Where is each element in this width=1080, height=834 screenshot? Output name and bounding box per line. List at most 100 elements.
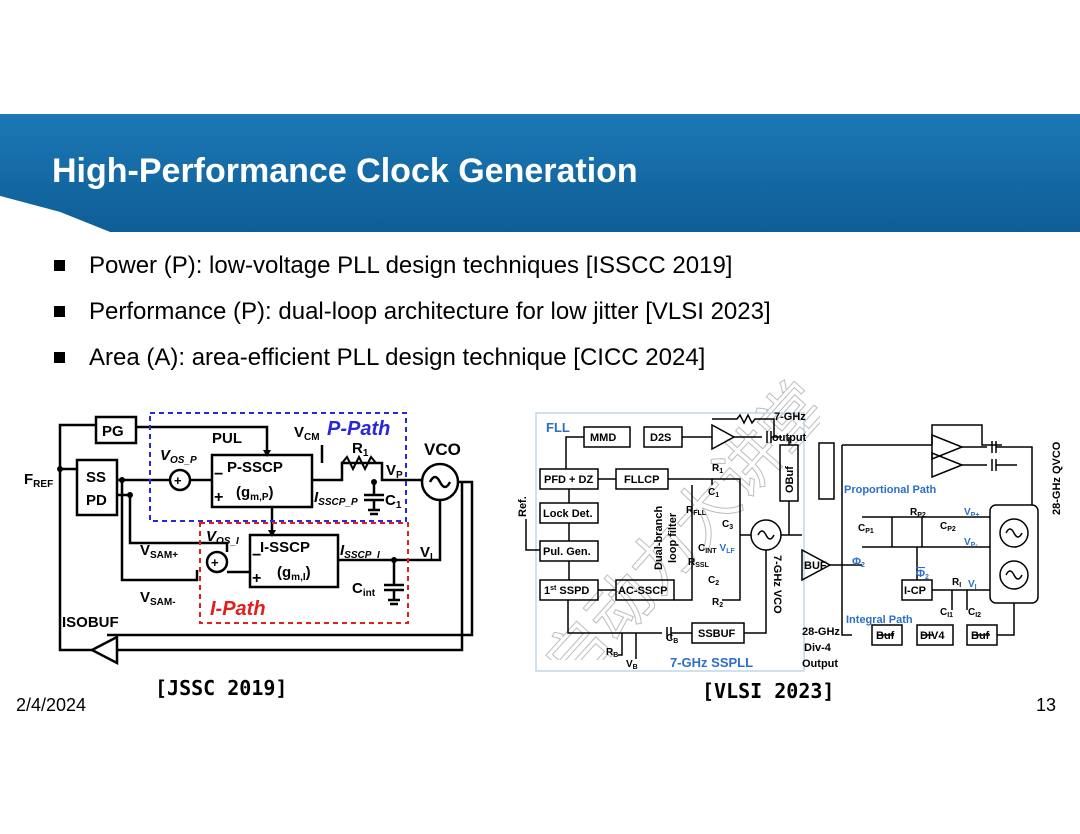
svg-text:R1: R1 [352, 440, 369, 459]
c1-sub: 1 [396, 500, 402, 511]
svg-text:R1: R1 [712, 463, 723, 475]
ri-sub: I [959, 582, 961, 589]
svg-text:RFLL: RFLL [686, 505, 707, 517]
slide-title: High-Performance Clock Generation [52, 152, 638, 190]
caption-right: [VLSI 2023] [702, 679, 835, 703]
svg-text:VI: VI [968, 579, 977, 591]
svg-text:CI2: CI2 [968, 607, 981, 619]
vlsi-2023-circuit: FLL MMD D2S 7-GHz output Ref. PFD + DZ F… [517, 411, 1063, 672]
acsscp-block: AC-SSCP [618, 585, 668, 597]
svg-text:VP+: VP+ [964, 507, 979, 519]
pul-label: PUL [212, 430, 242, 447]
svg-text:C1: C1 [385, 492, 402, 511]
mmd-block: MMD [590, 432, 616, 444]
fllcp-block: FLLCP [624, 474, 659, 486]
rp2-label: R [910, 507, 918, 518]
svg-text:C2: C2 [708, 575, 719, 587]
rb-label: R [606, 647, 614, 658]
svg-text:RI: RI [952, 577, 961, 589]
out-7g-2: output [772, 432, 807, 444]
gmi-end: ) [306, 564, 311, 581]
p-path-label: P-Path [327, 418, 390, 440]
out-7g-1: 7-GHz [774, 411, 806, 423]
cint-label: C [698, 543, 705, 554]
rfll-label: R [686, 505, 694, 516]
buf-block: BUF [804, 560, 827, 572]
rssl-sub: SSL [695, 562, 709, 569]
gmi-sub: m,I [291, 572, 306, 583]
ri-label: R [952, 577, 960, 588]
prop-path-label: Proportional Path [844, 484, 937, 496]
vlf-label: V [720, 543, 727, 554]
vp-plus-label: V [964, 507, 971, 518]
vos-i-sub: OS_I [216, 536, 239, 547]
vos-p-sub: OS_P [170, 455, 197, 466]
phi2b-sub: 2 [925, 574, 929, 581]
bullet-item: Power (P): low-voltage PLL design techni… [52, 252, 771, 298]
minus-sign: − [252, 547, 261, 564]
svg-text:FREF: FREF [24, 471, 53, 490]
svg-text:CP1: CP1 [858, 523, 874, 535]
pul-gen-block: Pul. Gen. [543, 546, 591, 558]
gmi-label: (g [277, 564, 291, 581]
rp2-sub: P2 [917, 512, 926, 519]
plus-sign: + [252, 570, 261, 587]
ci1-sub: I1 [947, 612, 953, 619]
gmp-end: ) [269, 484, 274, 501]
sspd-sup: st [550, 585, 557, 592]
obuf-block: OBuf [784, 466, 796, 493]
svg-text:RB: RB [606, 647, 618, 659]
svg-text:Φ2: Φ2 [916, 568, 929, 581]
vsam-minus-sub: SAM- [150, 597, 176, 608]
svg-text:RSSL: RSSL [688, 557, 710, 569]
svg-text:VI: VI [420, 544, 433, 563]
vp-minus-label: V [964, 537, 971, 548]
svg-text:Cint: Cint [352, 580, 376, 599]
bullet-item: Area (A): area-efficient PLL design tech… [52, 344, 771, 390]
sspd-block: 1 [544, 585, 550, 597]
c1-sub: 1 [715, 492, 719, 499]
rssl-label: R [688, 557, 696, 568]
vcm-label: V [294, 424, 304, 441]
isscp-label: I-SSCP [260, 539, 310, 556]
vp-sub: P [396, 470, 403, 481]
div4-label-1: 28-GHz [802, 626, 840, 638]
r1-label: R [712, 463, 720, 474]
pg-label: PG [102, 423, 124, 440]
svg-text:ISSCP_P: ISSCP_P [314, 489, 358, 508]
svg-text:VSAM+: VSAM+ [140, 542, 178, 561]
svg-text:VB: VB [626, 659, 638, 671]
isobuf-label: ISOBUF [62, 614, 119, 631]
minus-sign: − [214, 466, 223, 483]
title-banner [0, 114, 1080, 232]
phi2-sub: 2 [861, 562, 865, 569]
buf2-block: Buf [971, 630, 990, 642]
fref-label: F [24, 471, 33, 488]
svg-text:VP: VP [386, 462, 403, 481]
phi2b-label: Φ [916, 568, 925, 580]
cp1-sub: P1 [865, 528, 874, 535]
vb-sub: B [633, 664, 638, 671]
buf1-block: Buf [876, 630, 895, 642]
bullet-item: Performance (P): dual-loop architecture … [52, 298, 771, 344]
gmp-label: (g [236, 484, 250, 501]
pfd-dz-block: PFD + DZ [544, 474, 593, 486]
svg-text:VP-: VP- [964, 537, 978, 549]
plus-sign: + [174, 473, 182, 488]
ref-label: Ref. [517, 496, 529, 517]
vos-p-label: V [160, 447, 172, 464]
sspd-label-2: PD [86, 492, 107, 509]
plus-sign: + [214, 489, 223, 506]
isscp-i-label: I [340, 542, 345, 559]
fll-label: FLL [546, 420, 570, 435]
ssbuf-block: SSBUF [698, 628, 736, 640]
c2-label: C [708, 575, 715, 586]
vos-i-label: V [206, 528, 218, 545]
cp2-label: C [940, 521, 947, 532]
svg-text:ISSCP_I: ISSCP_I [340, 542, 380, 561]
div4-label-2: Div-4 [804, 642, 832, 654]
vb-label: V [626, 659, 633, 670]
r2-label: R [712, 597, 720, 608]
cp1-label: C [858, 523, 865, 534]
